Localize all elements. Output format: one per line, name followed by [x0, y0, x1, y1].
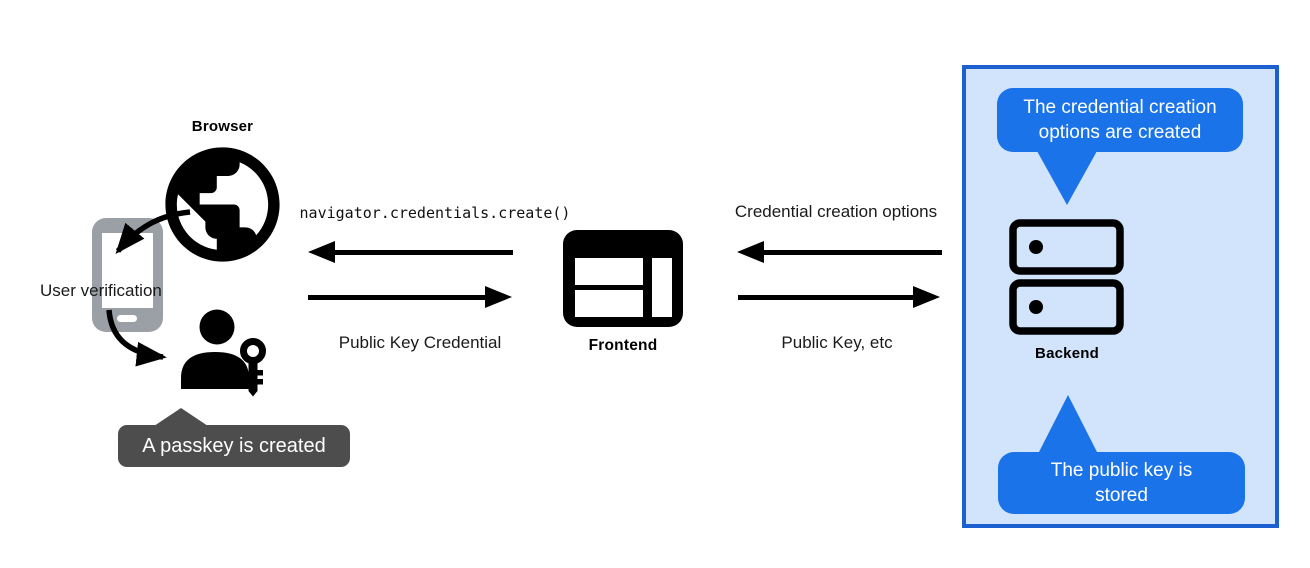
arrowhead-left-icon: [737, 241, 764, 263]
arrow-shaft: [308, 294, 490, 300]
callout-options-created-text: The credential creation options are crea…: [1023, 97, 1217, 143]
callout-options-created-pointer: [1037, 151, 1097, 205]
arrowhead-left-icon: [308, 241, 335, 263]
arrow-globe-to-phone: [115, 209, 191, 254]
credential-creation-options-label: Credential creation options: [734, 202, 938, 221]
frontend-label: Frontend: [588, 337, 658, 354]
arrow-shaft: [738, 294, 918, 300]
arrow-browser-to-frontend: [308, 286, 512, 308]
callout-options-created: The credential creation options are crea…: [997, 88, 1243, 152]
backend-label: Backend: [1035, 345, 1099, 362]
arrow-phone-to-user: [106, 309, 167, 367]
callout-public-key-stored-pointer: [1039, 395, 1097, 452]
arrow-shaft: [759, 249, 942, 255]
passkey-tooltip-pointer: [154, 408, 208, 426]
globe-icon: [165, 147, 280, 262]
arrow-backend-to-frontend: [737, 241, 942, 263]
arrow-shaft: [330, 249, 513, 255]
smartphone-icon: [92, 218, 163, 332]
browser-window-icon: [563, 230, 683, 327]
curved-flow-arrows: [106, 209, 191, 367]
arrowhead-right-icon: [485, 286, 512, 308]
public-key-etc-label: Public Key, etc: [781, 333, 893, 352]
arrow-frontend-to-backend: [738, 286, 940, 308]
user-verification-label: User verification: [40, 281, 162, 300]
arrowhead-right-icon: [913, 286, 940, 308]
passkey-tooltip-text: A passkey is created: [142, 434, 326, 457]
browser-label: Browser: [191, 118, 254, 135]
public-key-credential-label: Public Key Credential: [338, 333, 502, 352]
passkey-tooltip: A passkey is created: [118, 425, 350, 467]
callout-public-key-stored-text: The public key is stored: [1050, 460, 1193, 506]
server-stack-icon: [1009, 219, 1124, 335]
person-with-key-icon: [181, 309, 266, 397]
create-call-label: navigator.credentials.create(): [299, 204, 571, 222]
arrow-frontend-to-browser: [308, 241, 513, 263]
callout-public-key-stored: The public key is stored: [998, 452, 1245, 514]
